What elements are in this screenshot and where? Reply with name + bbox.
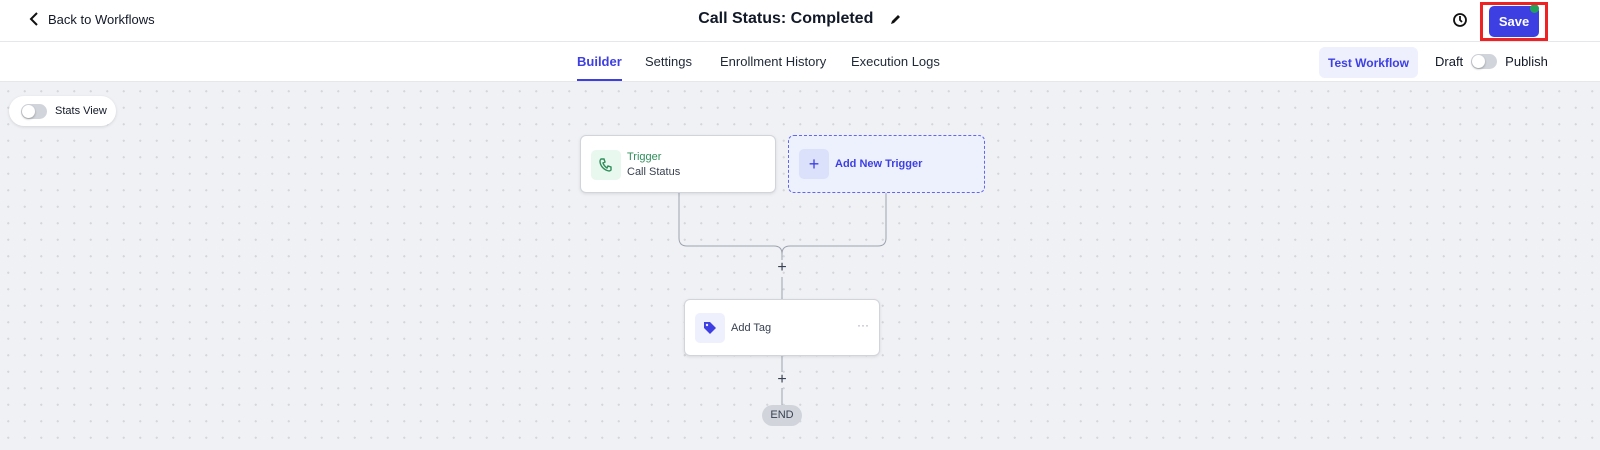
phone-icon [591, 150, 621, 180]
stats-view-toggle[interactable]: Stats View [9, 96, 116, 126]
history-icon[interactable] [1451, 11, 1469, 29]
publish-label: Publish [1505, 54, 1548, 69]
unsaved-indicator [1530, 4, 1539, 13]
tab-builder[interactable]: Builder [577, 54, 622, 81]
stats-toggle-switch[interactable] [21, 103, 47, 119]
tag-icon [695, 313, 725, 343]
plus-icon: + [799, 149, 829, 179]
trigger-type-label: Trigger [627, 151, 662, 163]
stats-view-label: Stats View [55, 105, 107, 117]
tab-settings[interactable]: Settings [645, 54, 692, 69]
action-name: Add Tag [731, 322, 772, 334]
publish-toggle[interactable] [1471, 54, 1498, 69]
add-new-trigger-button[interactable]: + Add New Trigger [788, 135, 985, 193]
end-node: END [762, 405, 802, 426]
add-step-plus-icon[interactable]: + [777, 371, 787, 388]
chevron-left-icon [29, 12, 38, 26]
action-card-add-tag[interactable]: Add Tag ··· [684, 299, 880, 356]
back-label: Back to Workflows [48, 11, 155, 27]
trigger-card[interactable]: Trigger Call Status [580, 135, 776, 193]
top-bar: Back to Workflows Call Status: Completed… [0, 0, 1600, 42]
more-options-icon[interactable]: ··· [857, 318, 869, 332]
tab-execution-logs[interactable]: Execution Logs [851, 54, 940, 69]
test-workflow-button[interactable]: Test Workflow [1319, 47, 1418, 78]
trigger-name: Call Status [627, 166, 681, 178]
tab-bar: Builder Settings Enrollment History Exec… [0, 42, 1600, 82]
workflow-title: Call Status: Completed [698, 10, 874, 27]
draft-label: Draft [1435, 54, 1464, 69]
add-new-trigger-label: Add New Trigger [835, 158, 923, 170]
tab-enrollment-history[interactable]: Enrollment History [720, 54, 827, 69]
back-to-workflows-link[interactable]: Back to Workflows [28, 11, 155, 27]
add-step-plus-icon[interactable]: + [777, 259, 787, 276]
